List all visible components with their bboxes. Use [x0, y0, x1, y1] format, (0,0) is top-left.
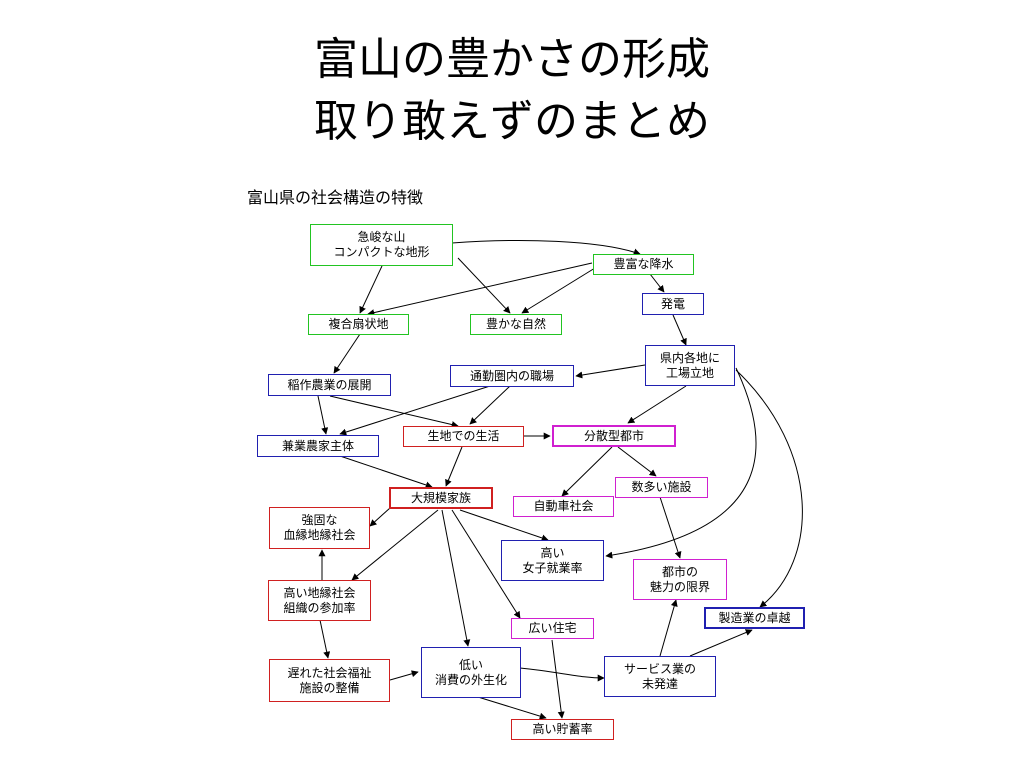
node-large-housing: 広い住宅: [511, 618, 594, 639]
node-low-outsourcing: 低い 消費の外生化: [421, 647, 521, 698]
node-manufacturing: 製造業の卓越: [704, 607, 805, 629]
edge-outsourcing-savings: [477, 696, 547, 720]
edge-rain-power: [649, 273, 665, 293]
node-rice-farming: 稲作農業の展開: [268, 374, 391, 396]
edge-family-community: [351, 509, 439, 581]
slide-title-line1: 富山の豊かさの形成: [314, 34, 710, 85]
node-parttime-farmers: 兼業農家主体: [257, 435, 379, 457]
edge-mountains-rain: [451, 240, 641, 256]
node-community-participation: 高い地縁社会 組織の参加率: [268, 580, 371, 621]
edge-parttime-family: [339, 455, 433, 489]
node-car-society: 自動車社会: [513, 496, 614, 517]
edge-factory-manufacturing: [735, 369, 803, 608]
edge-welfare-outsourcing: [389, 670, 419, 681]
edge-dispersed-facilities: [617, 446, 657, 477]
node-factory-location: 県内各地に 工場立地: [645, 345, 735, 386]
edge-service-manufacturing: [689, 629, 753, 657]
node-high-savings: 高い貯蓄率: [511, 719, 614, 740]
edge-factory-female: [605, 367, 757, 559]
slide-title-line2: 取り敢えずのまとめ: [314, 96, 710, 147]
edge-housing-savings: [551, 639, 565, 719]
edge-rice-local: [329, 395, 459, 428]
edge-dispersed-car: [561, 446, 613, 497]
edge-commute-local: [469, 385, 511, 425]
edge-factory-commute: [575, 364, 646, 379]
edge-facilities-citylimits: [659, 496, 682, 559]
edge-power-factory: [672, 314, 687, 346]
node-large-family: 大規模家族: [389, 487, 493, 509]
edge-fans-rice: [333, 333, 361, 374]
node-alluvial-fans: 複合扇状地: [308, 314, 409, 335]
edge-mountains-nature: [457, 257, 511, 314]
edge-family-housing: [451, 509, 521, 619]
node-commute-jobs: 通勤圏内の職場: [450, 365, 574, 387]
node-abundant-rain: 豊富な降水: [593, 254, 694, 275]
edge-community-welfare: [319, 619, 331, 659]
edge-local-family: [445, 446, 463, 487]
node-service-underdeveloped: サービス業の 未発達: [604, 656, 716, 697]
edge-family-outsourcing: [441, 509, 471, 647]
node-strong-ties: 強固な 血縁地縁社会: [269, 507, 370, 549]
node-power-generation: 発電: [642, 293, 704, 315]
node-female-employment: 高い 女子就業率: [501, 540, 604, 581]
edge-rain-nature: [521, 267, 596, 314]
edge-service-citylimits: [659, 599, 678, 657]
node-many-facilities: 数多い施設: [615, 477, 708, 498]
edge-family-female: [459, 509, 549, 542]
node-local-life: 生地での生活: [403, 426, 524, 447]
node-welfare-delay: 遅れた社会福祉 施設の整備: [269, 659, 390, 702]
edge-commute-parttime: [339, 385, 491, 436]
node-dispersed-cities: 分散型都市: [552, 425, 676, 447]
diagram-subtitle: 富山県の社会構造の特徴: [247, 188, 424, 207]
edge-factory-dispersed: [627, 385, 687, 424]
edge-mountains-fans: [359, 265, 383, 314]
edge-rain-fans: [367, 262, 593, 317]
node-city-limits: 都市の 魅力の限界: [633, 559, 727, 600]
edge-outsourcing-service: [519, 667, 605, 682]
node-steep-mountains: 急峻な山 コンパクトな地形: [310, 224, 453, 266]
node-rich-nature: 豊かな自然: [470, 314, 562, 335]
edge-rice-parttime: [317, 395, 329, 435]
edge-family-strong: [369, 507, 391, 527]
